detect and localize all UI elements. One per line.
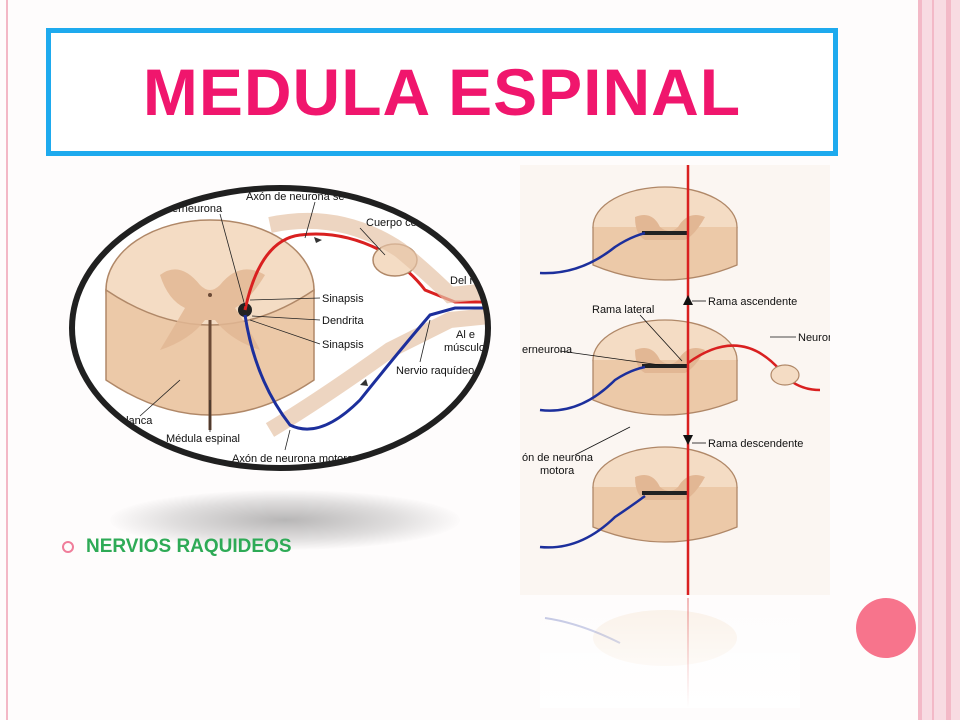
bullet-item: NERVIOS RAQUIDEOS: [62, 536, 292, 558]
decorative-circle: [856, 598, 916, 658]
label-rama-ascendente: Rama ascendente: [708, 296, 797, 308]
label-nervio-raquideo: Nervio raquídeo: [396, 365, 474, 377]
label-dendrita: Dendrita: [322, 315, 364, 327]
bullet-circle-icon: [62, 541, 74, 553]
right-decorative-border: [918, 0, 960, 720]
label-interneurona-right: erneurona: [522, 344, 573, 356]
label-rama-lateral: Rama lateral: [592, 304, 654, 316]
label-neurona: Neurona: [798, 332, 830, 344]
left-rule: [6, 0, 8, 720]
label-cuerpo-celular: Cuerpo ce: [366, 217, 417, 229]
label-sinapsis-1: Sinapsis: [322, 293, 364, 305]
label-medula-espinal: Médula espinal: [166, 433, 240, 445]
figure-shadow: [110, 490, 460, 550]
label-al-musculo-1: Al e: [456, 329, 475, 341]
label-rama-descendente: Rama descendente: [708, 438, 803, 450]
segment-top: [539, 186, 738, 281]
label-axon-motora-right-2: motora: [540, 465, 575, 477]
reflex-arc-figure: erneurona Axón de neurona se Cuerpo ce D…: [69, 185, 491, 471]
bullet-text: NERVIOS RAQUIDEOS: [86, 536, 292, 557]
label-sinapsis-2: Sinapsis: [322, 339, 364, 351]
slide-title: MEDULA ESPINAL: [142, 55, 742, 129]
label-axon-motora-right-1: ón de neurona: [522, 452, 594, 464]
label-del-receptor: Del r: [450, 275, 474, 287]
title-box: MEDULA ESPINAL: [46, 28, 838, 156]
segment-bottom: [539, 446, 738, 549]
spinal-segments-figure: Rama ascendente Rama lateral erneurona N…: [520, 165, 830, 595]
label-al-musculo-2: músculo: [444, 342, 485, 354]
label-axon-sensorial: Axón de neurona se: [246, 191, 344, 203]
figure-reflection: [540, 598, 800, 708]
